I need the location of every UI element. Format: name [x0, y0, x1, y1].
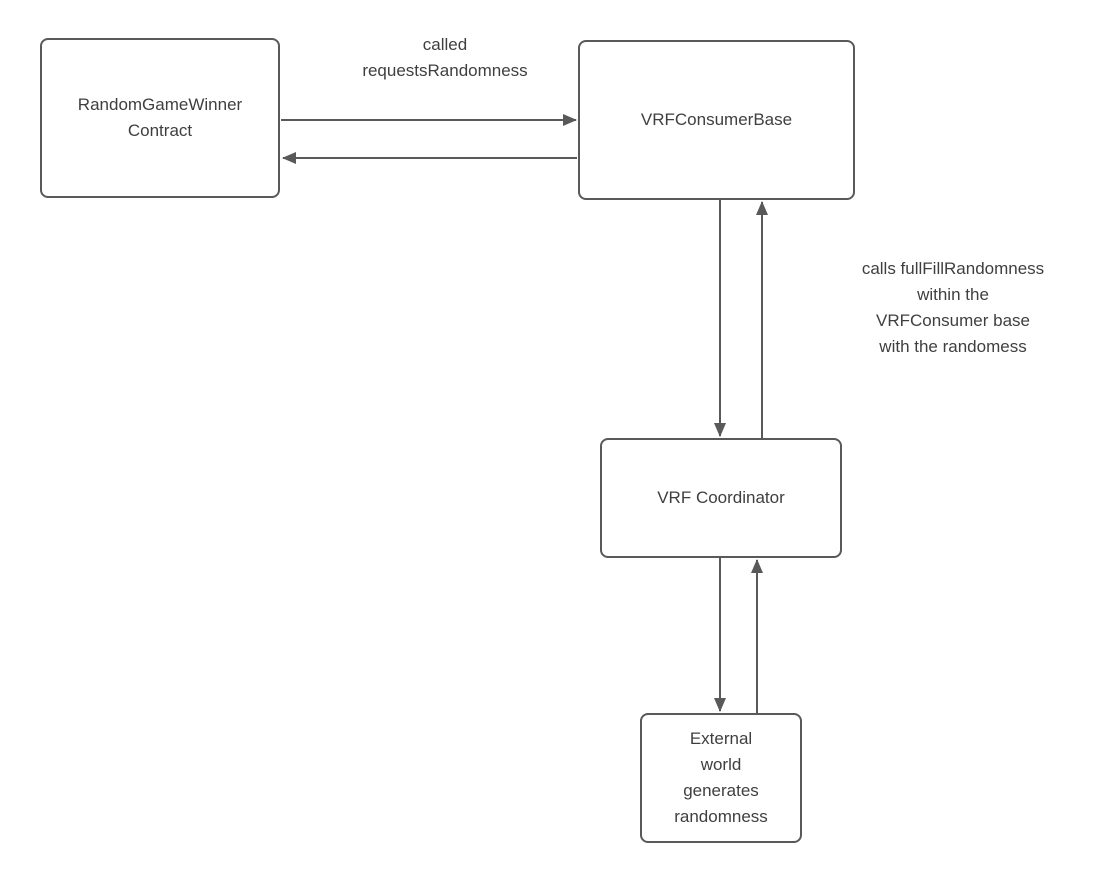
node-vrf-consumer-base: VRFConsumerBase [578, 40, 855, 200]
node-vrf-coordinator: VRF Coordinator [600, 438, 842, 558]
edge-label-request-randomness: called requestsRandomness [362, 35, 528, 80]
node-label: RandomGameWinner Contract [77, 95, 243, 140]
node-external-world: External world generates randomness [640, 713, 802, 843]
node-label: VRF Coordinator [657, 488, 785, 507]
node-label: External world generates randomness [674, 729, 768, 826]
node-random-game-winner-contract: RandomGameWinner Contract [40, 38, 280, 198]
node-label: VRFConsumerBase [640, 110, 793, 129]
edge-label-fulfill-randomness: calls fullFillRandomness within the VRFC… [861, 259, 1045, 356]
